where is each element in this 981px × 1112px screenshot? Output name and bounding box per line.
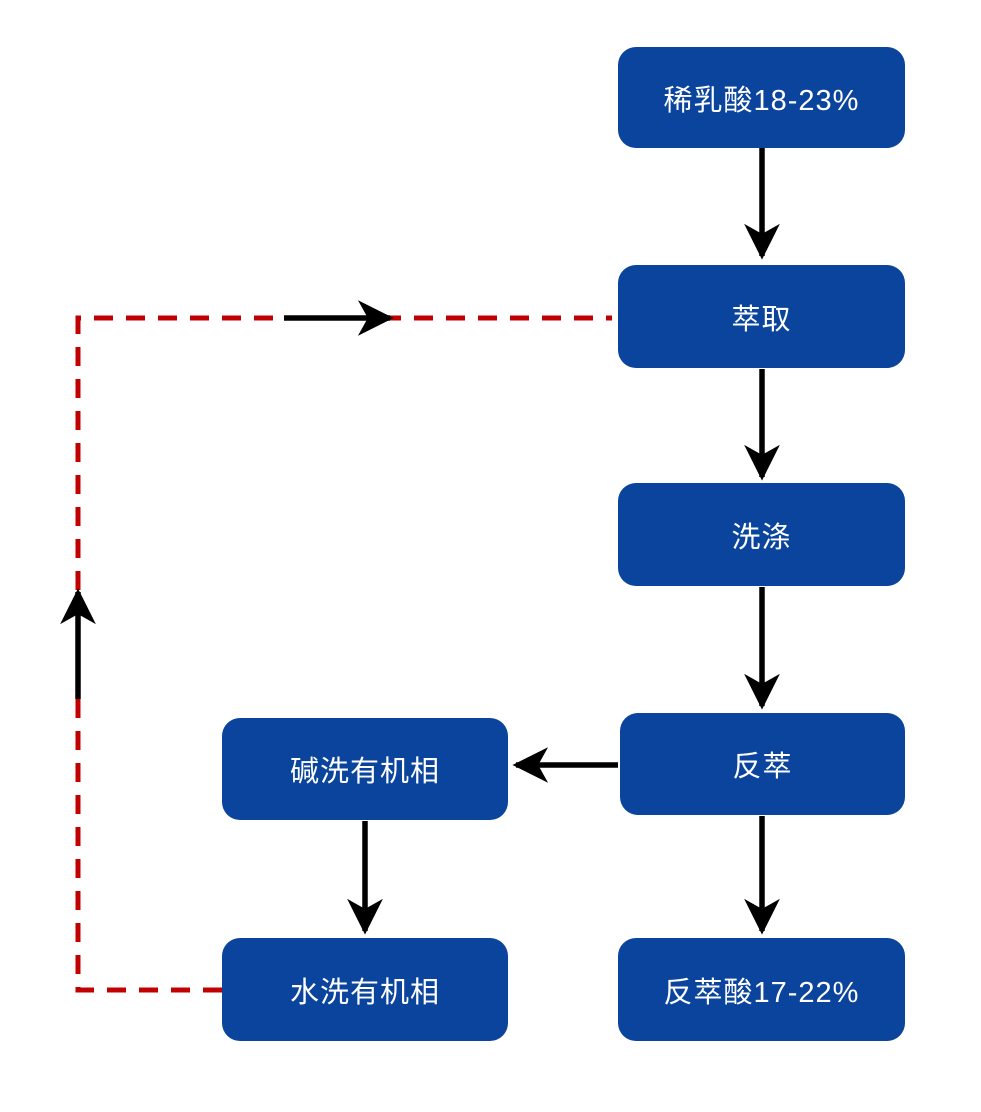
node-label-alkali-wash-organic-phase: 碱洗有机相 bbox=[289, 756, 440, 788]
node-extraction: 萃取 bbox=[618, 265, 905, 368]
node-label-washing: 洗涤 bbox=[731, 521, 792, 554]
node-label-strip-acid: 反萃酸17-22% bbox=[663, 976, 860, 1009]
node-water-wash-organic-phase: 水洗有机相 bbox=[222, 938, 508, 1041]
node-label-extraction: 萃取 bbox=[731, 303, 792, 336]
node-dilute-lactic-acid: 稀乳酸18-23% bbox=[618, 47, 905, 148]
recycle-dashed-loop bbox=[75, 315, 612, 993]
node-label-back-extraction: 反萃 bbox=[732, 751, 793, 783]
recycle-dashed-path bbox=[75, 315, 612, 993]
node-washing: 洗涤 bbox=[618, 483, 905, 586]
node-alkali-wash-organic-phase: 碱洗有机相 bbox=[222, 718, 508, 820]
node-label-dilute-lactic-acid: 稀乳酸18-23% bbox=[663, 84, 860, 117]
node-back-extraction: 反萃 bbox=[620, 713, 905, 815]
node-label-water-wash-organic-phase: 水洗有机相 bbox=[289, 976, 440, 1009]
node-strip-acid: 反萃酸17-22% bbox=[618, 938, 905, 1041]
